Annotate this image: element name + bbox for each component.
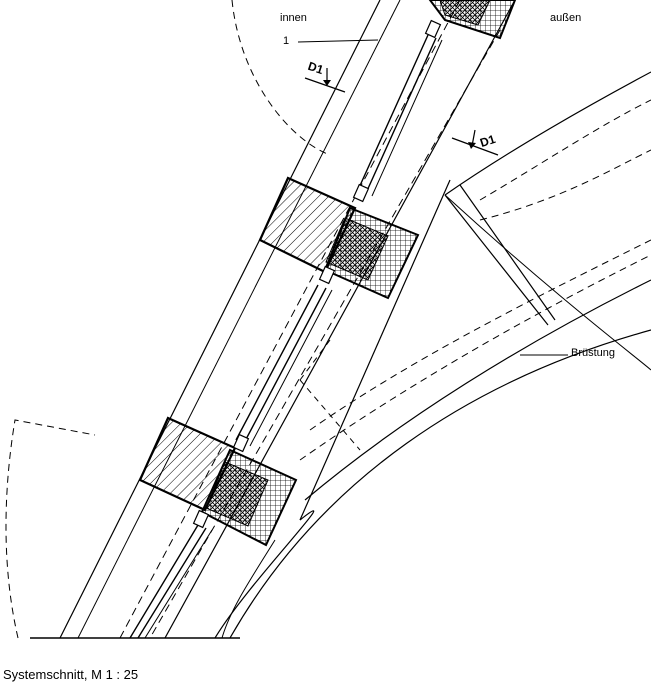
section-mark-right — [451, 129, 499, 156]
glazing-upper — [357, 34, 443, 197]
glazing-middle — [235, 284, 333, 447]
drawing-caption: Systemschnitt, M 1 : 25 — [3, 667, 139, 682]
connector-2 — [352, 183, 370, 203]
wall-line-6 — [299, 179, 451, 521]
connector-4 — [232, 433, 250, 453]
parapet-dashed-box — [299, 339, 361, 451]
outer-curve-1 — [444, 71, 651, 196]
swing-arc-top — [231, 0, 331, 156]
big-arc — [229, 329, 651, 639]
beam-lower-core — [205, 461, 269, 527]
wall-line-4 — [149, 29, 501, 639]
inner-curve-1 — [304, 279, 651, 501]
wall-line-1 — [59, 0, 381, 639]
beam-middle-core — [325, 217, 389, 281]
section-mark-left — [304, 68, 346, 93]
parapet-post-a — [459, 184, 556, 321]
floor-curve-2 — [221, 539, 276, 639]
connector-5 — [192, 509, 210, 529]
inner-curve-3 — [309, 239, 651, 431]
wall-line-3 — [119, 0, 461, 639]
parapet-post-b — [444, 194, 549, 326]
parapet-curve-outer — [444, 194, 651, 371]
label-brustung: Brüstung — [571, 347, 616, 359]
label-ref-1: 1 — [283, 35, 290, 47]
leader-1 — [297, 39, 379, 43]
glazing-lower — [129, 524, 213, 639]
connector-3 — [318, 265, 336, 285]
outer-curve-2 — [479, 99, 651, 201]
swing-arc-bottom — [5, 419, 96, 639]
label-aussen: außen — [550, 12, 582, 24]
connector-1 — [424, 19, 442, 39]
label-innen: innen — [280, 12, 307, 24]
wall-line-5 — [164, 0, 516, 639]
inner-curve-2 — [299, 254, 651, 461]
wall-line-2 — [77, 0, 401, 639]
beam-top-core — [439, 0, 491, 26]
outer-curve-3 — [479, 149, 651, 221]
